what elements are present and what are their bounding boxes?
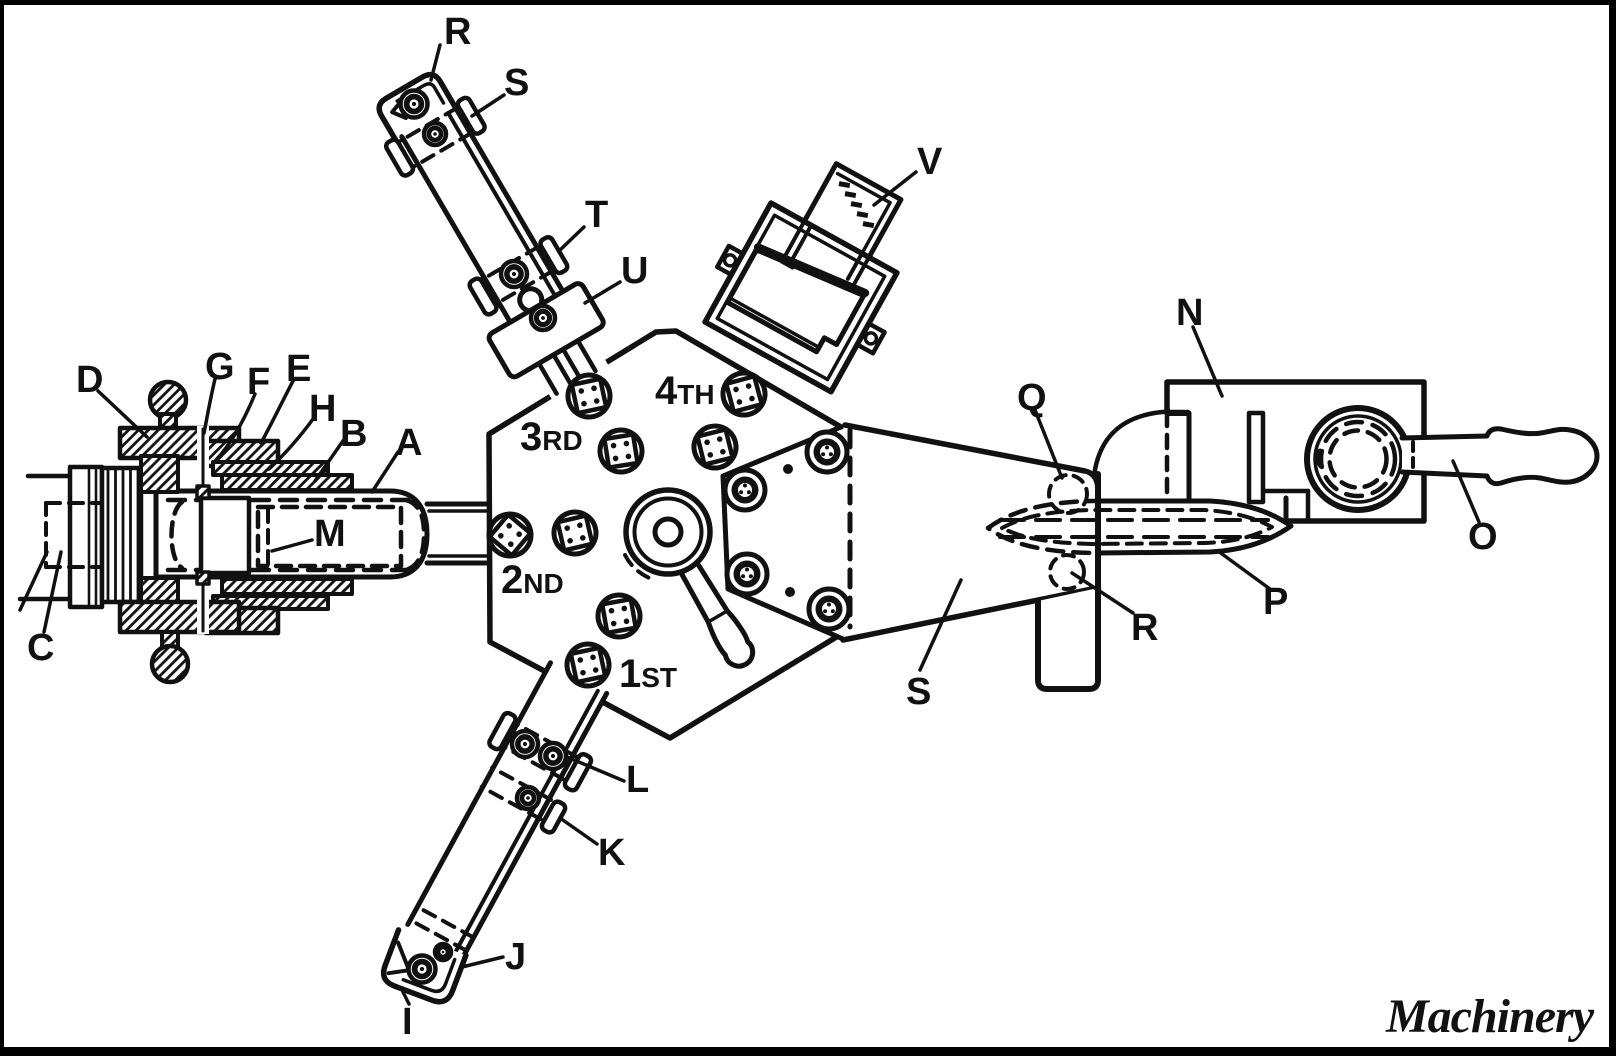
svg-text:Q: Q	[1017, 377, 1047, 419]
svg-text:K: K	[598, 832, 626, 874]
svg-text:R: R	[1131, 607, 1158, 649]
svg-text:O: O	[1468, 516, 1498, 558]
svg-text:F: F	[247, 361, 270, 403]
svg-text:T: T	[585, 194, 608, 236]
svg-text:B: B	[340, 413, 367, 455]
svg-text:G: G	[205, 346, 235, 388]
svg-text:U: U	[621, 250, 648, 292]
svg-text:M: M	[314, 513, 346, 555]
svg-text:S: S	[504, 62, 529, 104]
svg-text:I: I	[402, 1001, 413, 1043]
svg-text:P: P	[1263, 581, 1288, 623]
svg-text:J: J	[505, 936, 526, 978]
svg-text:E: E	[286, 348, 311, 390]
svg-text:S: S	[906, 671, 931, 713]
svg-text:D: D	[76, 359, 103, 401]
svg-text:Machinery: Machinery	[1385, 990, 1595, 1043]
svg-text:H: H	[309, 388, 336, 430]
svg-text:N: N	[1176, 292, 1203, 334]
svg-text:V: V	[917, 141, 943, 183]
svg-text:R: R	[444, 11, 471, 53]
svg-text:C: C	[27, 627, 54, 669]
svg-text:A: A	[395, 422, 422, 464]
svg-text:L: L	[626, 759, 649, 801]
